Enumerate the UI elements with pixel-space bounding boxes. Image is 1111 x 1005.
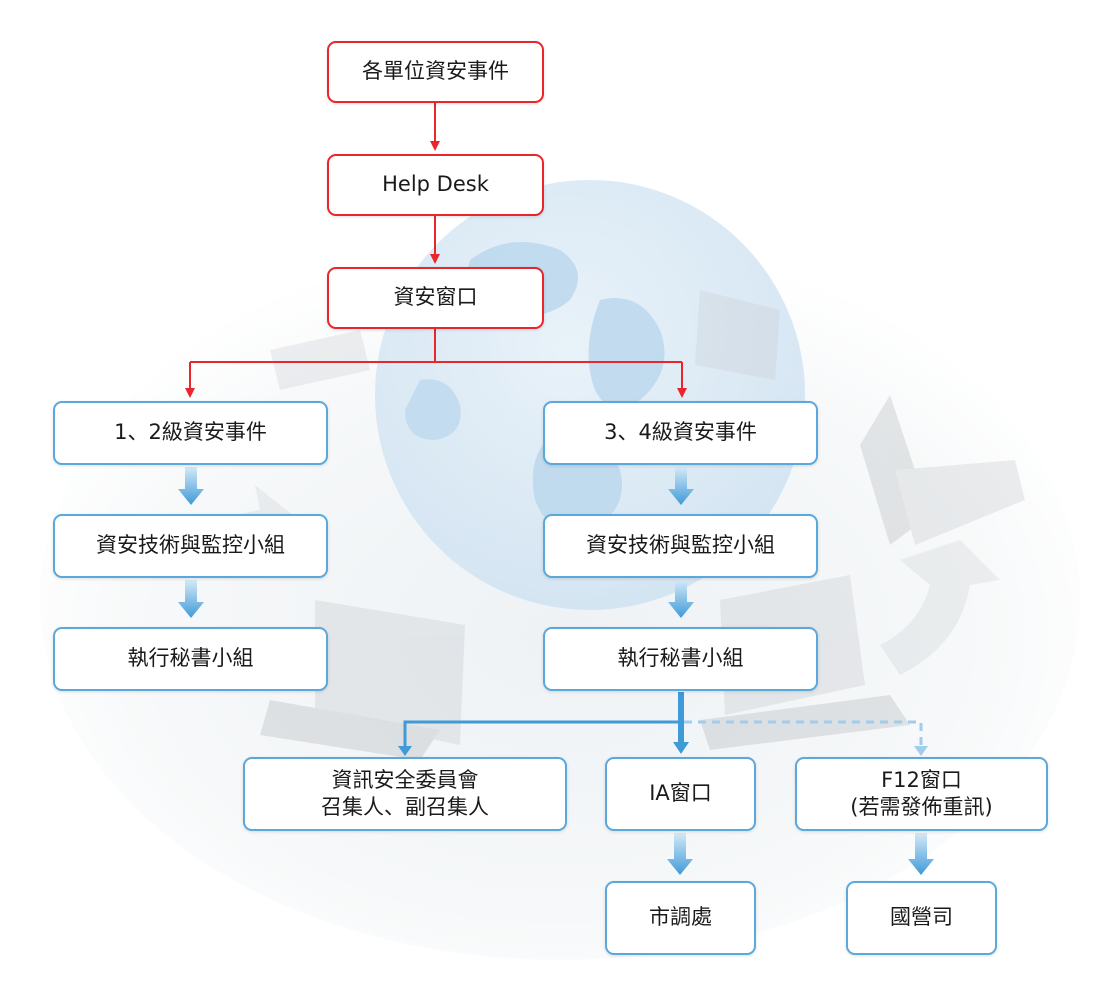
laptop-icon xyxy=(270,290,780,390)
node-security-window-label: 資安窗口 xyxy=(393,285,478,310)
node-f12-window: F12窗口 (若需發佈重訊) xyxy=(795,757,1048,831)
node-exec-right: 執行秘書小組 xyxy=(543,627,818,691)
node-exec-right-label: 執行秘書小組 xyxy=(617,646,744,671)
node-monitor-left: 資安技術與監控小組 xyxy=(53,514,328,578)
node-helpdesk: Help Desk xyxy=(327,154,544,216)
node-f12-line2: (若需發佈重訊) xyxy=(850,795,993,819)
node-monitor-right-label: 資安技術與監控小組 xyxy=(586,533,775,558)
node-investigation: 市調處 xyxy=(605,881,756,955)
node-security-window: 資安窗口 xyxy=(327,267,544,329)
red-connectors xyxy=(185,103,687,398)
blue-distribution-lines xyxy=(398,692,928,756)
node-monitor-left-label: 資安技術與監控小組 xyxy=(96,533,285,558)
node-f12-line1: F12窗口 xyxy=(881,767,962,792)
node-incident-label: 各單位資安事件 xyxy=(362,59,509,84)
node-level34: 3、4級資安事件 xyxy=(543,401,818,465)
laptop-icon xyxy=(860,395,1025,545)
node-level12-label: 1、2級資安事件 xyxy=(114,420,267,445)
blue-block-arrows xyxy=(178,467,934,875)
node-ia-window: IA窗口 xyxy=(605,757,756,831)
node-committee-line2: 召集人、副召集人 xyxy=(321,795,489,819)
node-monitor-right: 資安技術與監控小組 xyxy=(543,514,818,578)
node-exec-left-label: 執行秘書小組 xyxy=(127,646,254,671)
node-national-ops: 國營司 xyxy=(846,881,997,955)
node-committee-line1: 資訊安全委員會 xyxy=(331,767,479,792)
node-exec-left: 執行秘書小組 xyxy=(53,627,328,691)
node-incident: 各單位資安事件 xyxy=(327,41,544,103)
node-helpdesk-label: Help Desk xyxy=(382,172,489,197)
node-committee: 資訊安全委員會 召集人、副召集人 xyxy=(243,757,567,831)
node-investigation-label: 市調處 xyxy=(649,905,712,930)
node-level12: 1、2級資安事件 xyxy=(53,401,328,465)
node-level34-label: 3、4級資安事件 xyxy=(604,420,757,445)
node-national-ops-label: 國營司 xyxy=(890,905,953,930)
node-ia-window-label: IA窗口 xyxy=(649,781,712,806)
laptop-icon xyxy=(260,600,465,760)
